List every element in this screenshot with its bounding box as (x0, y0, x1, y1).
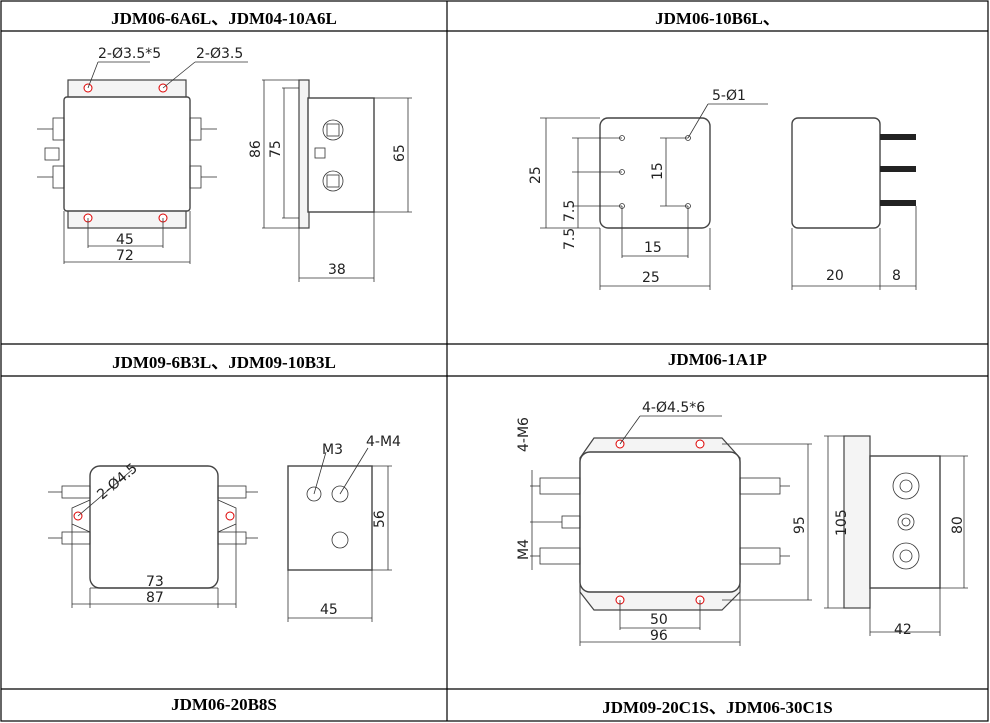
header-jdm06-20b8s: JDM06-20B8S (171, 695, 277, 714)
dim-h-pin: 15 (650, 162, 666, 180)
dim-w-inner-4: 50 (650, 612, 668, 628)
dim-m4: 4-M4 (366, 434, 401, 450)
dim-m6: 4-M6 (516, 417, 532, 452)
dim-depth-3: 45 (320, 602, 338, 618)
dim-w-body: 25 (642, 270, 660, 286)
dim-h-side: 65 (392, 144, 408, 162)
dim-depth-4: 42 (894, 622, 912, 638)
dim-w-inner: 45 (116, 232, 134, 248)
dim-h-side-3: 56 (372, 510, 388, 528)
dim-holes: 5-Ø1 (712, 88, 746, 104)
dim-m3: M3 (322, 442, 343, 458)
dim-h-side-4: 80 (950, 516, 966, 534)
dim-h-outer: 86 (248, 140, 264, 158)
dim-w-outer-3: 87 (146, 590, 164, 606)
dim-m4-4: M4 (516, 539, 532, 560)
dim-h-body: 25 (528, 166, 544, 184)
dim-depth: 38 (328, 262, 346, 278)
dim-hole-b: 2-Ø3.5 (196, 46, 243, 62)
header-jdm06-1a1p: JDM06-1A1P (667, 350, 768, 369)
dim-h-inner-4: 95 (792, 516, 808, 534)
dim-w-inner-3: 73 (146, 574, 164, 590)
dim-hole-a: 2-Ø3.5*5 (98, 46, 161, 62)
dim-holes-4: 4-Ø4.5*6 (642, 400, 705, 416)
header-jdm06-6a6l: JDM06-6A6L、JDM04-10A6L (111, 8, 337, 28)
dim-h-mid: 75 (268, 140, 284, 158)
dim-w-outer: 72 (116, 248, 134, 264)
dim-w-outer-4: 96 (650, 628, 668, 644)
dim-depth-2: 20 (826, 268, 844, 284)
header-jdm09-20c1s: JDM09-20C1S、JDM06-30C1S (602, 697, 833, 717)
header-jdm06-10b6l: JDM06-10B6L、 (655, 8, 780, 28)
header-jdm09-6b3l: JDM09-6B3L、JDM09-10B3L (112, 352, 336, 372)
dim-h-b: 7.5 (562, 228, 578, 250)
dim-h-outer-4: 105 (834, 509, 850, 536)
dim-w-pin: 15 (644, 240, 662, 256)
dim-pin-len: 8 (892, 268, 901, 284)
dim-h-a: 7.5 (562, 200, 578, 222)
